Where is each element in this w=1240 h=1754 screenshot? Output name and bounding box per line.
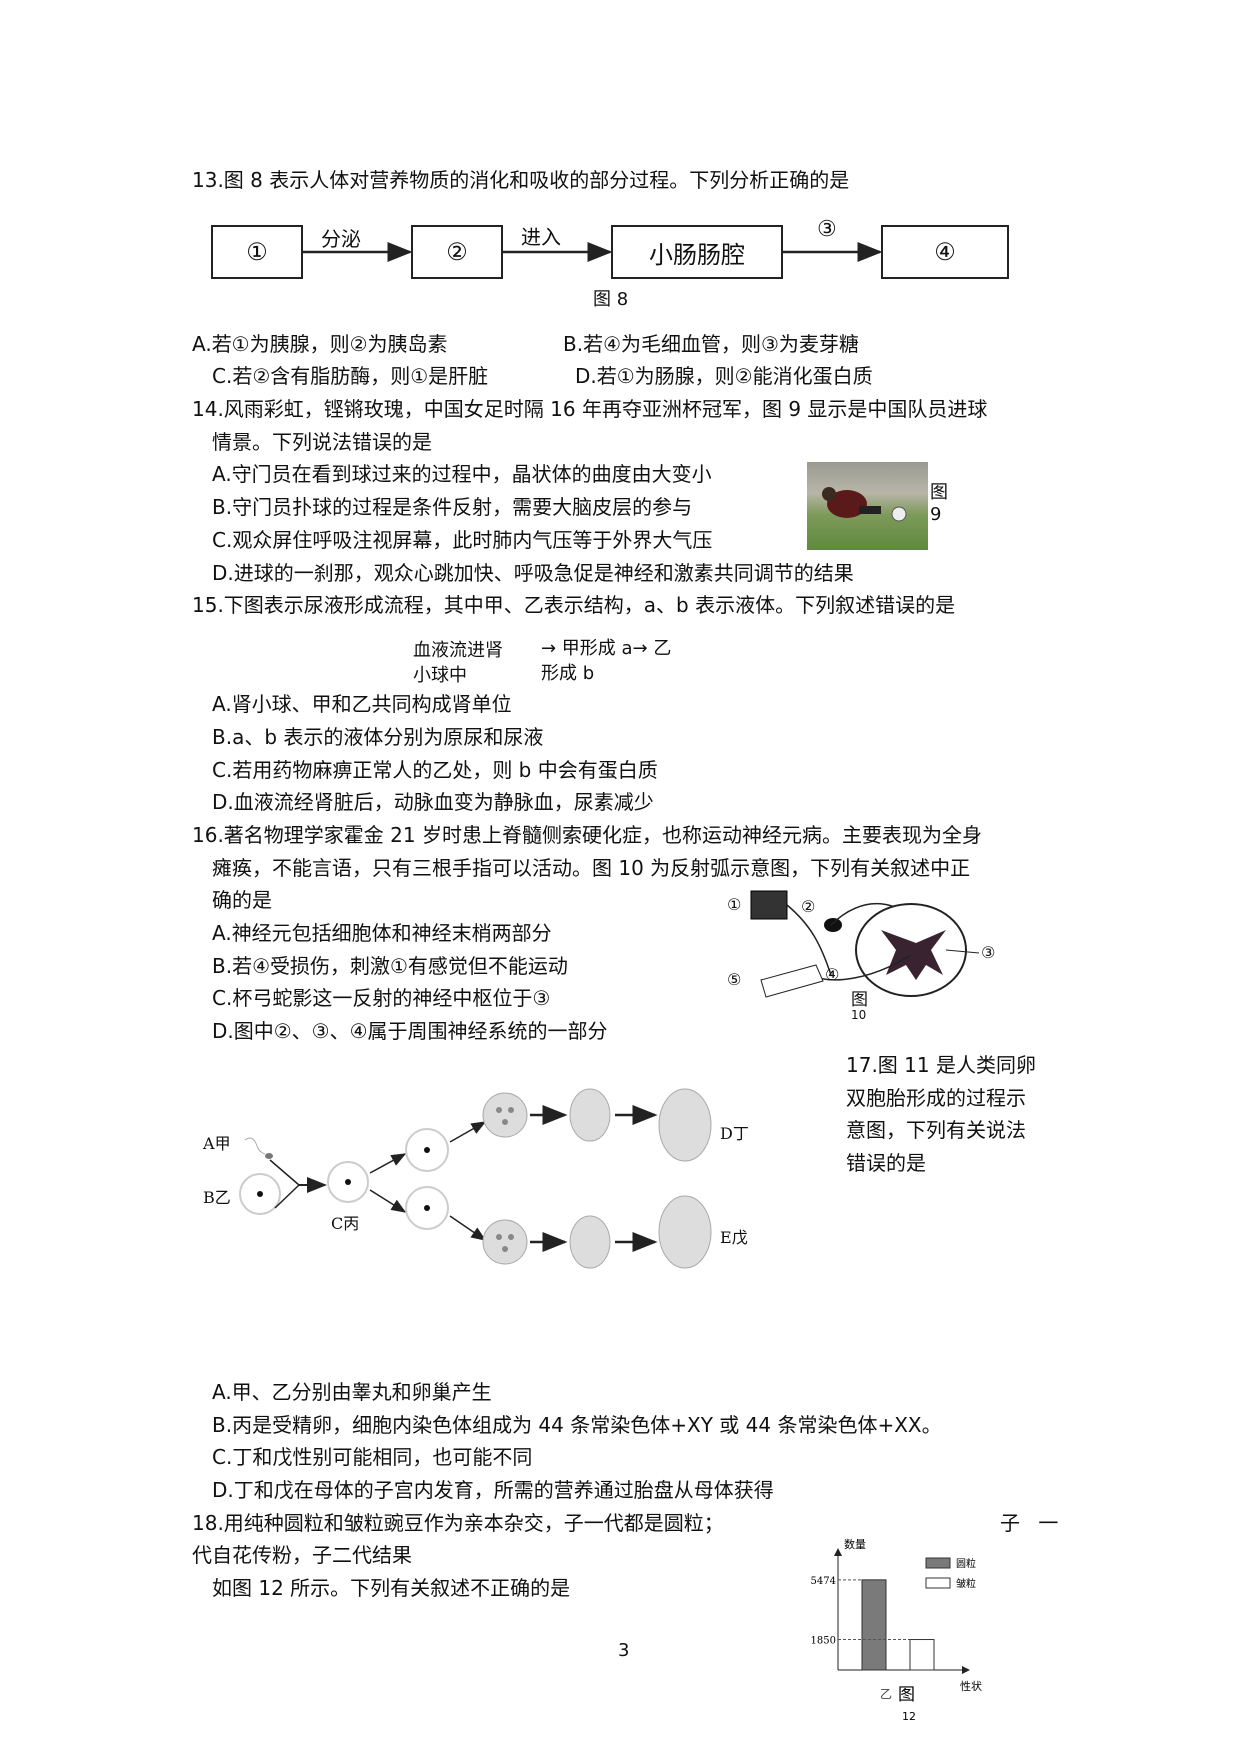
q13-option-d: D.若①为肠腺，则②能消化蛋白质	[575, 364, 873, 388]
label-jia-ghost: A	[203, 1134, 215, 1153]
q16-option-a: A.神经元包括细胞体和神经末梢两部分	[212, 921, 552, 945]
q16-option-c: C.杯弓蛇影这一反射的神经中枢位于③	[212, 986, 551, 1010]
figure-10-reflex-arc: ① ② ③ ④ ⑤ 图 10	[721, 885, 1011, 1025]
label-ding: 丁	[732, 1124, 749, 1143]
q15-flow-right-2: 形成 b	[541, 663, 595, 684]
fig10-label-1: ①	[727, 895, 742, 914]
legend-label-0: 圆粒	[956, 1557, 976, 1570]
q17-stem-4: 错误的是	[846, 1151, 926, 1175]
fig8-caption: 图 8	[593, 289, 629, 310]
label-wu: 戊	[731, 1228, 748, 1247]
x-axis-arrow	[962, 1666, 970, 1674]
fig10-caption-1: 图	[851, 990, 868, 1010]
figure-12-chart: 数量性状 5474 1850 圆粒皱粒乙图 12	[800, 1520, 1000, 1730]
fig10-label-4: ④	[825, 965, 840, 984]
fig11-label-yi: B乙	[203, 1184, 231, 1208]
fig8-node-1: ①	[211, 225, 303, 279]
label-bing: 丙	[343, 1214, 360, 1233]
figure-11-twins: A甲 B乙 C丙 D丁 E戊	[203, 1070, 845, 1270]
fig8-arrows	[303, 242, 883, 262]
legend-swatch-1	[925, 1577, 951, 1589]
q15-flow-left-1: 血液流进肾	[413, 640, 503, 661]
chart-caption-2: 12	[902, 1710, 916, 1723]
chart-caption-1: 图	[898, 1685, 915, 1705]
y-axis-arrow	[834, 1548, 842, 1556]
q16-option-d: D.图中②、③、④属于周围神经系统的一部分	[212, 1019, 608, 1043]
fig10-label-2: ②	[801, 897, 816, 916]
q15-flow-left-2: 小球中	[413, 665, 467, 686]
q17-option-a: A.甲、乙分别由睾丸和卵巢产生	[212, 1380, 492, 1404]
q17-stem-2: 双胞胎形成的过程示	[846, 1086, 1026, 1110]
q13-option-c: C.若②含有脂肪酶，则①是肝脏	[212, 364, 489, 388]
q18-stem-tail: 子 一	[1000, 1511, 1059, 1535]
legend-label-1: 皱粒	[956, 1577, 976, 1590]
label-yi: 乙	[214, 1188, 231, 1207]
y-axis-label: 数量	[844, 1538, 866, 1551]
q16-stem-1: 16.著名物理学家霍金 21 岁时患上脊髓侧索硬化症，也称运动神经元病。主要表现…	[192, 823, 982, 847]
q17-option-c: C.丁和戊性别可能相同，也可能不同	[212, 1445, 533, 1469]
fig11-label-jia: A甲	[203, 1130, 231, 1154]
legend-swatch-0	[925, 1557, 951, 1569]
fig8-arrow-label-3: ③	[817, 217, 837, 242]
y-tick-label: 1850	[811, 1636, 836, 1647]
q15-flow-right-1: → 甲形成 a→ 乙	[541, 638, 672, 659]
q14-option-c: C.观众屏住呼吸注视屏幕，此时肺内气压等于外界大气压	[212, 528, 713, 552]
page-number: 3	[618, 1640, 630, 1661]
q17-option-d: D.丁和戊在母体的子宫内发育，所需的营养通过胎盘从母体获得	[212, 1478, 774, 1502]
label-wu-ghost: E	[720, 1228, 732, 1247]
figure-8: ① ② 小肠肠腔 ④ 分泌 进入 ③ 图 8	[205, 205, 1015, 315]
q15-option-a: A.肾小球、甲和乙共同构成肾单位	[212, 692, 512, 716]
q14-stem-1: 14.风雨彩虹，铿锵玫瑰，中国女足时隔 16 年再夺亚洲杯冠军，图 9 显示是中…	[192, 397, 988, 421]
fig10-label-5: ⑤	[727, 970, 742, 989]
q14-option-a: A.守门员在看到球过来的过程中，晶状体的曲度由大变小	[212, 462, 712, 486]
q15-stem: 15.下图表示尿液形成流程，其中甲、乙表示结构，a、b 表示液体。下列叙述错误的…	[192, 593, 956, 617]
q16-stem-3: 确的是	[212, 888, 272, 912]
fig8-arrow-label-1: 分泌	[321, 227, 361, 251]
q15-option-c: C.若用药物麻痹正常人的乙处，则 b 中会有蛋白质	[212, 758, 658, 782]
label-bing-ghost: C	[331, 1214, 344, 1233]
q17-stem-1: 17.图 11 是人类同卵	[846, 1053, 1036, 1077]
fig11-label-wu: E戊	[720, 1224, 748, 1248]
fig8-arrow-label-2: 进入	[521, 225, 561, 249]
label-jia: 甲	[214, 1134, 231, 1153]
q18-stem-1: 18.用纯种圆粒和皱粒豌豆作为亲本杂交，子一代都是圆粒；	[192, 1511, 724, 1535]
q13-option-a: A.若①为胰腺，则②为胰岛素	[192, 332, 448, 356]
q16-stem-2: 瘫痪，不能言语，只有三根手指可以活动。图 10 为反射弧示意图，下列有关叙述中正	[212, 856, 971, 880]
fig11-label-bing: C丙	[331, 1210, 359, 1234]
fig9-caption-1: 图	[930, 482, 948, 503]
bar-皱粒	[909, 1639, 935, 1671]
goalkeeper-photo	[807, 462, 928, 550]
q13-option-b: B.若④为毛细血管，则③为麦芽糖	[563, 332, 859, 356]
bar-圆粒	[861, 1579, 887, 1671]
fig8-node-3: 小肠肠腔	[611, 225, 783, 279]
q15-option-d: D.血液流经肾脏后，动脉血变为静脉血，尿素减少	[212, 790, 654, 814]
y-tick-label: 5474	[811, 1576, 836, 1587]
q17-option-b: B.丙是受精卵，细胞内染色体组成为 44 条常染色体+XY 或 44 条常染色体…	[212, 1413, 942, 1437]
fig11-label-ding: D丁	[720, 1120, 749, 1144]
q14-option-b: B.守门员扑球的过程是条件反射，需要大脑皮层的参与	[212, 495, 693, 519]
fig9-caption-2: 9	[930, 504, 942, 525]
q14-stem-2: 情景。下列说法错误的是	[212, 430, 432, 454]
caption-prefix: 乙	[880, 1687, 892, 1701]
q14-option-d: D.进球的一刹那，观众心跳加快、呼吸急促是神经和激素共同调节的结果	[212, 561, 854, 585]
q13-stem: 13.图 8 表示人体对营养物质的消化和吸收的部分过程。下列分析正确的是	[192, 168, 850, 192]
fig10-label-3: ③	[981, 943, 996, 962]
q15-option-b: B.a、b 表示的液体分别为原尿和尿液	[212, 725, 544, 749]
label-yi-ghost: B	[203, 1188, 215, 1207]
chart-svg: 数量性状 5474 1850 圆粒皱粒乙图 12	[811, 1538, 982, 1723]
fig10-caption-2: 10	[851, 1008, 867, 1022]
q18-stem-3: 如图 12 所示。下列有关叙述不正确的是	[212, 1576, 571, 1600]
q17-stem-3: 意图，下列有关说法	[846, 1118, 1026, 1142]
q18-stem-2: 代自花传粉，子二代结果	[192, 1543, 412, 1567]
label-ding-ghost: D	[720, 1124, 733, 1143]
x-axis-label: 性状	[960, 1679, 982, 1693]
q16-option-b: B.若④受损伤，刺激①有感觉但不能运动	[212, 954, 568, 978]
